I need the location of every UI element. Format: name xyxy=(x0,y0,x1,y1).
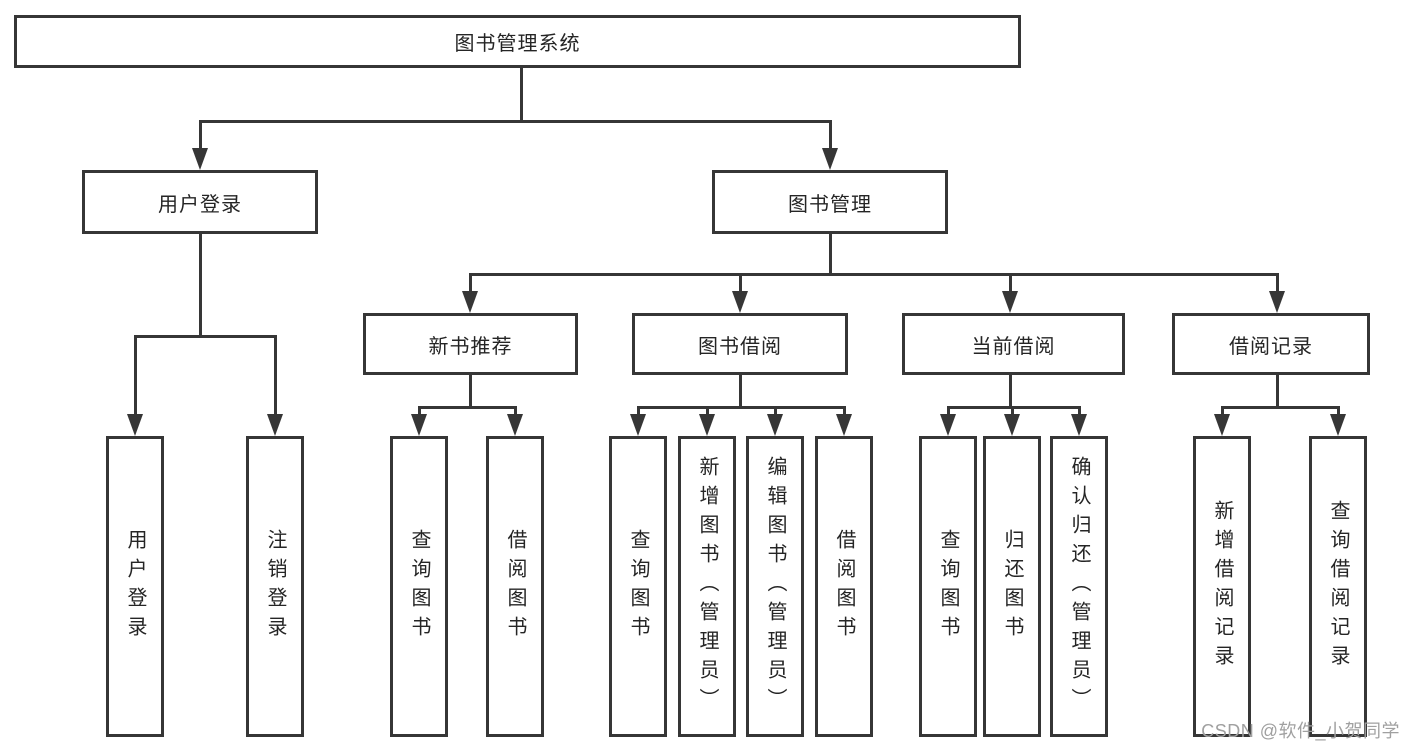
leaf-confirm-return-admin: 确认归还（管理员） xyxy=(1050,436,1108,737)
csdn-watermark: CSDN @软件_小贺同学 xyxy=(1201,721,1400,741)
connector-line xyxy=(636,406,640,418)
leaf-logout: 注销登录 xyxy=(246,436,304,737)
leaf-return-book: 归还图书 xyxy=(983,436,1041,737)
leaf-add-borrow-record-label: 新增借阅记录 xyxy=(1211,499,1233,674)
connector-line xyxy=(1008,273,1012,295)
leaf-current-query-books-label: 查询图书 xyxy=(937,528,959,645)
connector-line xyxy=(513,406,517,418)
node-borrow-records: 借阅记录 xyxy=(1172,313,1370,375)
leaf-current-query-books: 查询图书 xyxy=(919,436,977,737)
leaf-edit-book-admin-label: 编辑图书（管理员） xyxy=(764,456,786,717)
node-current-borrow-label: 当前借阅 xyxy=(971,335,1056,358)
arrow-head xyxy=(462,291,478,313)
connector-line xyxy=(946,406,950,418)
node-borrow-records-label: 借阅记录 xyxy=(1229,335,1313,358)
connector-line xyxy=(417,406,421,418)
connector-line xyxy=(417,406,517,409)
connector-line xyxy=(198,120,832,123)
arrow-head xyxy=(1004,414,1020,436)
node-user-login-label: 用户登录 xyxy=(158,193,242,216)
connector-line xyxy=(519,68,523,123)
connector-line xyxy=(773,406,777,418)
leaf-recommend-borrow-books-label: 借阅图书 xyxy=(504,528,526,645)
connector-line xyxy=(198,233,202,338)
arrow-head xyxy=(267,414,283,436)
leaf-borrow-borrow-books: 借阅图书 xyxy=(815,436,873,737)
connector-line xyxy=(738,375,742,409)
arrow-head xyxy=(1330,414,1346,436)
node-book-borrow: 图书借阅 xyxy=(632,313,848,375)
arrow-head xyxy=(940,414,956,436)
connector-line xyxy=(468,273,472,295)
node-book-management-label: 图书管理 xyxy=(788,193,872,216)
connector-line xyxy=(738,273,742,295)
node-book-management: 图书管理 xyxy=(712,170,948,234)
leaf-edit-book-admin: 编辑图书（管理员） xyxy=(746,436,804,737)
leaf-confirm-return-admin-label: 确认归还（管理员） xyxy=(1068,456,1090,717)
leaf-recommend-query-books: 查询图书 xyxy=(390,436,448,737)
connector-line xyxy=(842,406,846,418)
leaf-add-book-admin-label: 新增图书（管理员） xyxy=(696,456,718,717)
arrow-head xyxy=(836,414,852,436)
connector-line xyxy=(1077,406,1081,418)
leaf-query-borrow-record: 查询借阅记录 xyxy=(1309,436,1367,737)
connector-line xyxy=(1275,273,1279,295)
node-new-book-recommend-label: 新书推荐 xyxy=(428,335,513,358)
connector-line xyxy=(828,233,832,276)
node-root-label: 图书管理系统 xyxy=(454,33,581,55)
arrow-head xyxy=(411,414,427,436)
node-current-borrow: 当前借阅 xyxy=(902,313,1125,375)
leaf-borrow-query-books-label: 查询图书 xyxy=(627,528,649,645)
connector-line xyxy=(705,406,709,418)
connector-line xyxy=(946,406,1081,409)
leaf-borrow-query-books: 查询图书 xyxy=(609,436,667,737)
connector-line xyxy=(1220,406,1224,418)
connector-line xyxy=(133,335,277,338)
connector-line xyxy=(828,120,832,152)
node-user-login: 用户登录 xyxy=(82,170,318,234)
arrow-head xyxy=(192,148,208,170)
connector-line xyxy=(1220,406,1340,409)
arrow-head xyxy=(1269,291,1285,313)
arrow-head xyxy=(127,414,143,436)
connector-line xyxy=(1336,406,1340,418)
node-root: 图书管理系统 xyxy=(14,15,1021,68)
connector-line xyxy=(1275,375,1279,409)
connector-line xyxy=(133,335,137,418)
leaf-add-book-admin: 新增图书（管理员） xyxy=(678,436,736,737)
leaf-recommend-borrow-books: 借阅图书 xyxy=(486,436,544,737)
arrow-head xyxy=(767,414,783,436)
arrow-head xyxy=(630,414,646,436)
leaf-recommend-query-books-label: 查询图书 xyxy=(408,528,430,645)
connector-line xyxy=(1008,375,1012,409)
connector-line xyxy=(636,406,846,409)
connector-line xyxy=(468,375,472,409)
arrow-head xyxy=(822,148,838,170)
leaf-user-login-label: 用户登录 xyxy=(124,528,146,645)
leaf-add-borrow-record: 新增借阅记录 xyxy=(1193,436,1251,737)
leaf-borrow-borrow-books-label: 借阅图书 xyxy=(833,528,855,645)
leaf-query-borrow-record-label: 查询借阅记录 xyxy=(1327,499,1349,674)
arrow-head xyxy=(1071,414,1087,436)
arrow-head xyxy=(732,291,748,313)
arrow-head xyxy=(507,414,523,436)
connector-line xyxy=(1010,406,1014,418)
connector-line xyxy=(273,335,277,418)
leaf-return-book-label: 归还图书 xyxy=(1001,528,1023,645)
arrow-head xyxy=(1214,414,1230,436)
arrow-head xyxy=(699,414,715,436)
leaf-user-login: 用户登录 xyxy=(106,436,164,737)
arrow-head xyxy=(1002,291,1018,313)
node-book-borrow-label: 图书借阅 xyxy=(698,335,782,358)
leaf-logout-label: 注销登录 xyxy=(264,528,286,645)
connector-line xyxy=(198,120,202,152)
node-new-book-recommend: 新书推荐 xyxy=(363,313,578,375)
connector-line xyxy=(468,273,1279,276)
